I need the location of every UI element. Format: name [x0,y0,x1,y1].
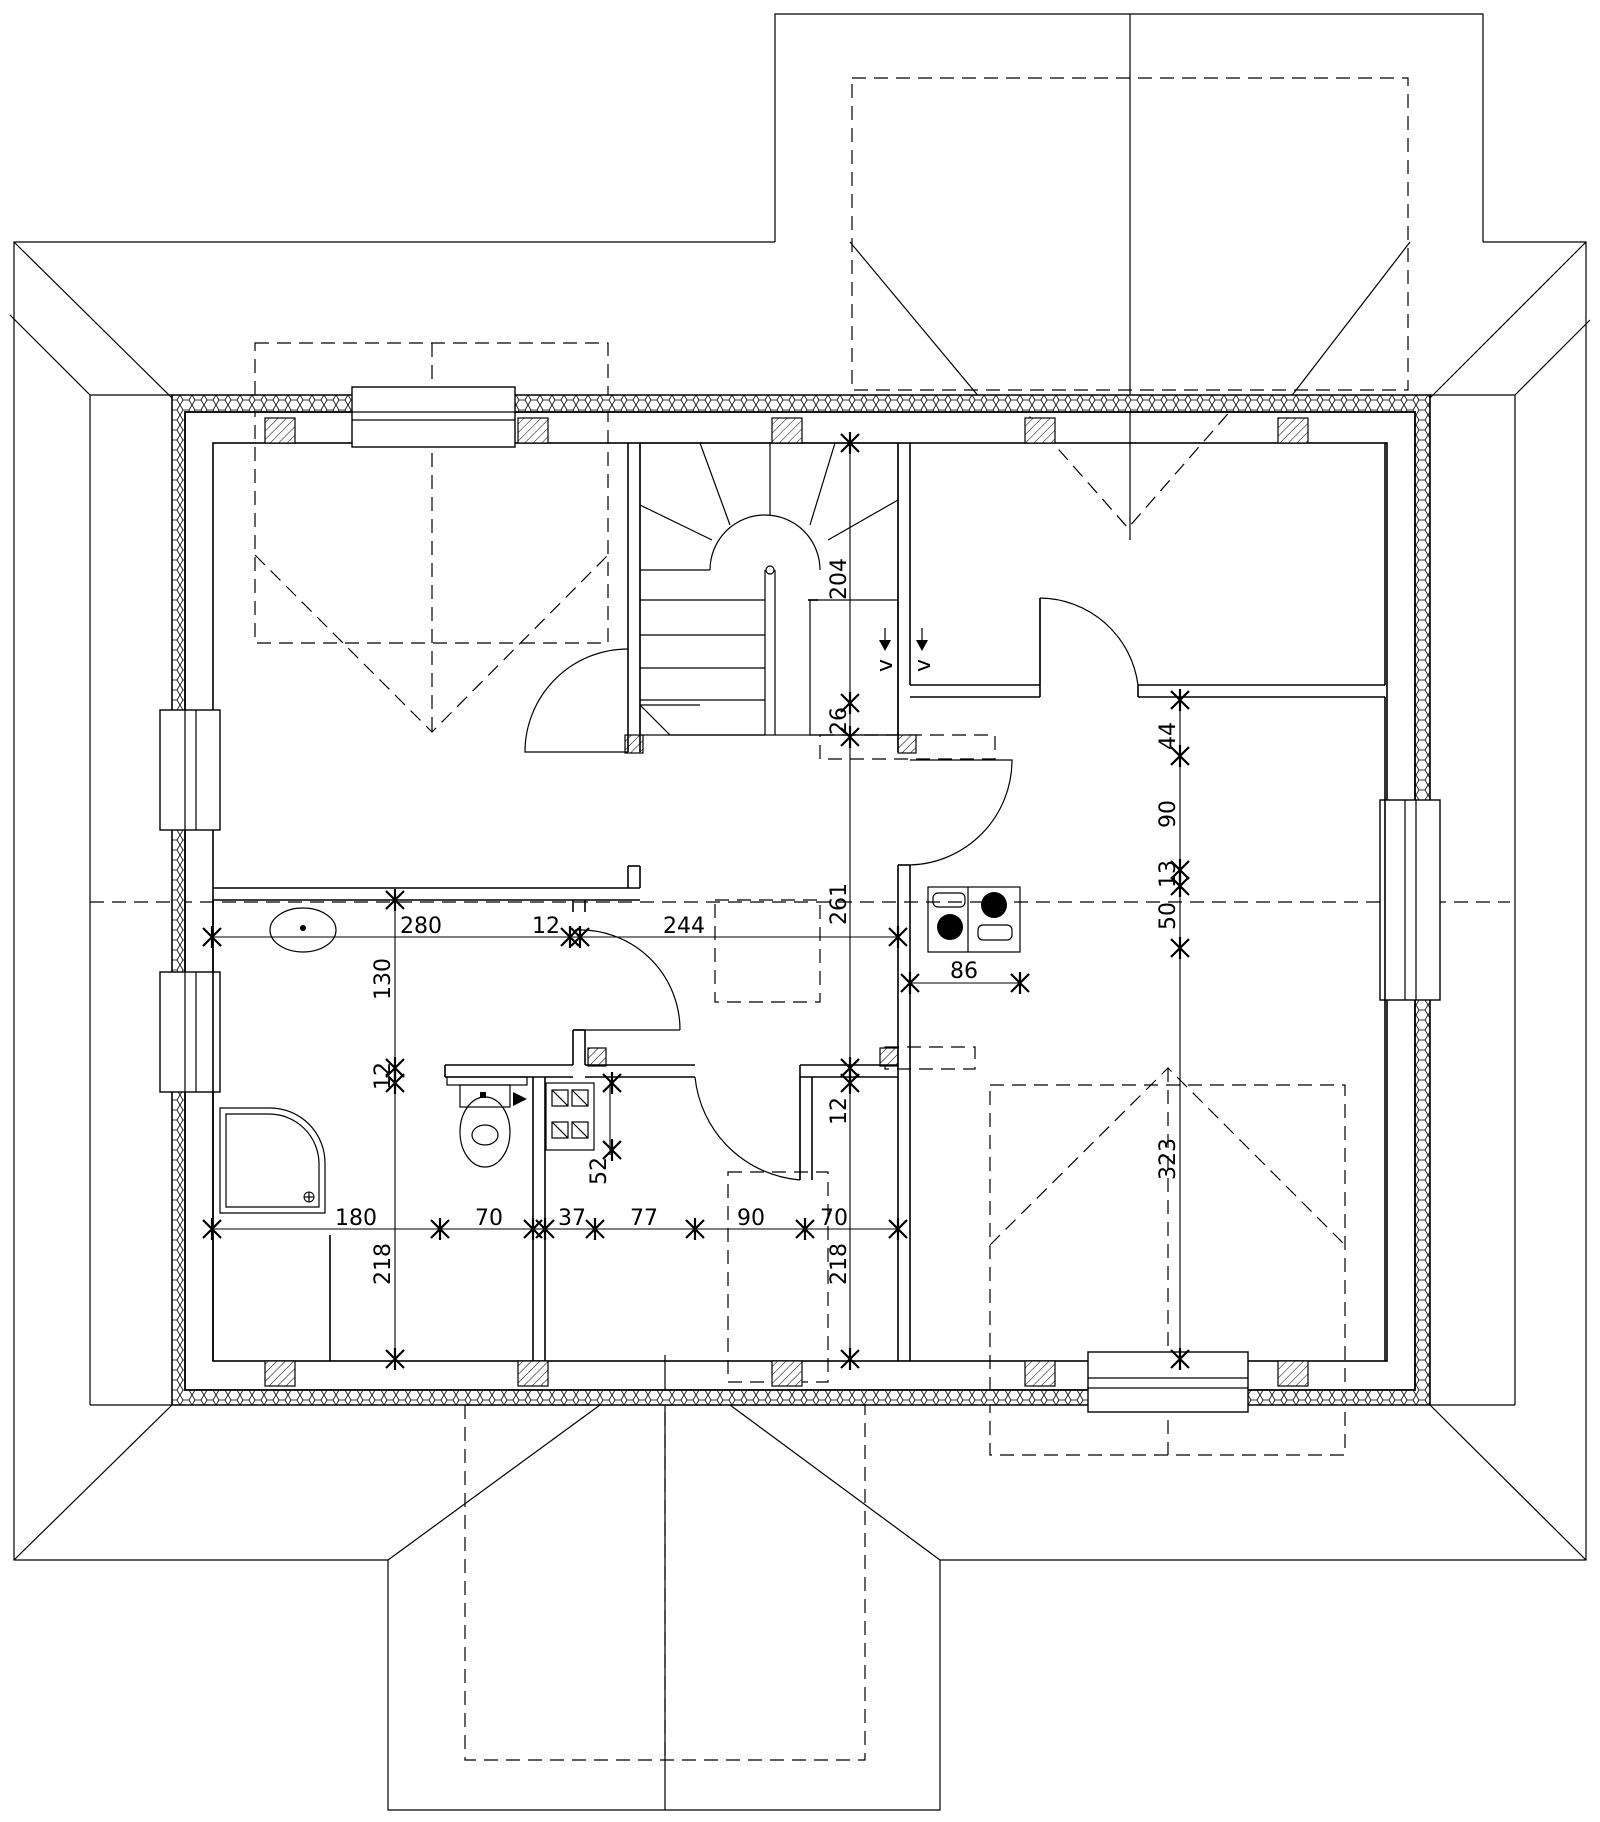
dimension-tick [888,1218,908,1240]
dim-13: 13 [1156,860,1181,888]
dimension-tick [685,1218,705,1240]
window-bottom-right [1087,1351,1249,1413]
dim-261: 261 [827,883,852,925]
dimension-tick [840,432,860,454]
dim-180: 180 [335,1206,377,1231]
svg-text:v: v [911,659,936,672]
stairs [639,442,899,736]
dimension-tick [1170,689,1190,711]
washbasin-icon [269,907,337,953]
dimension-tick [840,726,860,748]
dimension-tick [570,926,590,948]
window-left-lower [159,971,221,1093]
dim-37: 37 [558,1206,586,1231]
window-left-upper [159,709,221,831]
dimension-tick [1170,1348,1190,1370]
dim-52: 52 [587,1157,612,1185]
dimension-tick [1170,745,1190,767]
dim-70a: 70 [475,1206,503,1231]
dim-204: 204 [827,558,852,600]
window-right [1379,799,1441,1001]
dimension-tick [560,926,580,948]
dim-280: 280 [400,914,442,939]
dim-218b: 218 [827,1243,852,1285]
dim-90b: 90 [1156,800,1181,828]
dim-12c: 12 [827,1097,852,1125]
dimension-tick [1010,972,1030,994]
doors [524,597,1139,1181]
dimension-tick [602,1072,622,1094]
vent-units-icon [545,1082,595,1151]
dimension-tick [202,1218,222,1240]
dimension-tick [430,1218,450,1240]
dim-26: 26 [827,707,852,735]
dimension-tick [385,1072,405,1094]
dim-12b: 12 [371,1062,396,1090]
dashed-projections [90,77,1510,1761]
dimension-tick [888,926,908,948]
dimension-tick [585,1218,605,1240]
dimension-labels: 280 12 244 130 12 218 180 70 37 77 90 70… [335,558,1181,1285]
fixtures: v v [219,628,1021,1214]
dimension-tick [840,692,860,714]
cooktop-icon [927,886,1021,953]
dim-12a: 12 [532,914,560,939]
dimension-tick [385,1348,405,1370]
dim-50: 50 [1156,902,1181,930]
dimension-tick [602,1139,622,1161]
window-top-left [351,386,516,448]
toilet-icon [446,1076,528,1168]
dimension-tick [1170,875,1190,897]
svg-text:v: v [873,659,898,672]
dim-70b: 70 [820,1206,848,1231]
chimney-arrows-icon: v v [873,628,936,672]
dimension-ticks [202,432,1190,1370]
dim-77: 77 [630,1206,658,1231]
dim-90a: 90 [737,1206,765,1231]
dim-218a: 218 [371,1243,396,1285]
roof-outline [9,13,1591,1811]
dimension-tick [535,1218,555,1240]
dimension-lines [212,443,1181,1361]
shower-tray-icon [219,1107,326,1214]
dimension-tick [202,926,222,948]
dim-323: 323 [1156,1138,1181,1180]
roof-posts [264,417,1309,1387]
dimension-tick [900,972,920,994]
dim-244: 244 [663,914,705,939]
dimension-tick [840,1348,860,1370]
dim-44: 44 [1156,722,1181,750]
dimension-tick [795,1218,815,1240]
dimension-tick [840,1072,860,1094]
dimension-tick [385,889,405,911]
dim-86: 86 [950,959,978,984]
dimension-tick [1170,937,1190,959]
dim-130: 130 [371,958,396,1000]
windows [159,386,1441,1413]
